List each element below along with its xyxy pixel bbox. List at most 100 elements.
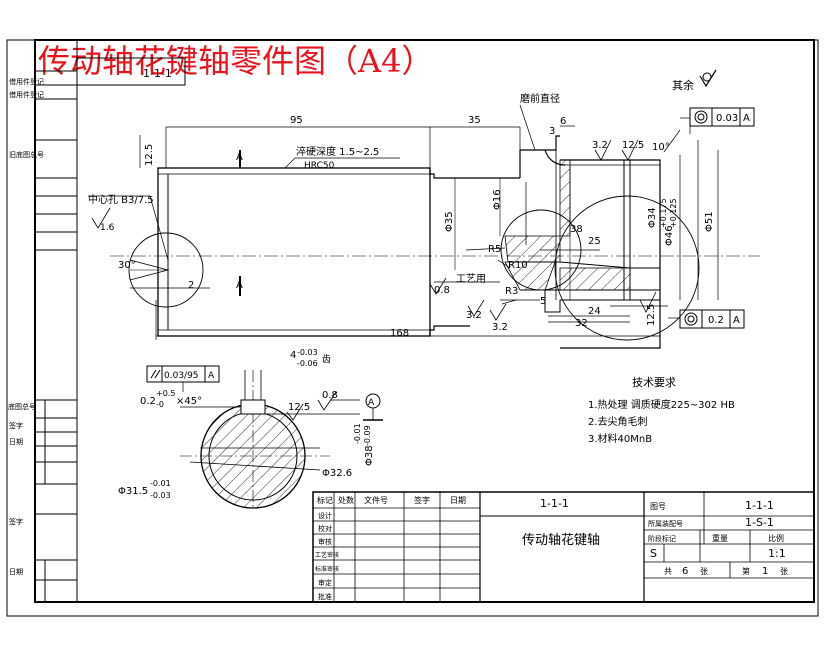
tb-assy-label: 所属装配号 bbox=[648, 519, 683, 528]
roughness-3-2-b: 3.2 bbox=[492, 322, 508, 333]
strip-label-8: 日期 bbox=[9, 568, 23, 576]
tolerance-frame-bottom bbox=[679, 309, 745, 329]
chamfer-base: 0.2 bbox=[140, 396, 156, 407]
dim-38: 38 bbox=[570, 224, 583, 235]
tech-req-heading: 技术要求 bbox=[632, 376, 676, 389]
roughness-symbols bbox=[91, 139, 657, 321]
dim-5: 5 bbox=[540, 296, 546, 307]
angle-30: 30° bbox=[118, 260, 136, 271]
dim-phi32-6: Φ32.6 bbox=[322, 468, 352, 479]
strip-label-3: 旧底图总号 bbox=[9, 150, 44, 159]
tb-sheet-a: 第 bbox=[742, 566, 750, 576]
phi38-label: Φ38 bbox=[364, 445, 375, 466]
hardness-hrc: HRC50 bbox=[304, 161, 335, 171]
tolerance-frame-top bbox=[689, 107, 755, 127]
tech-req-item-1: 1.热处理 调质硬度225~302 HB bbox=[588, 398, 735, 411]
roughness-rest-label: 其余 bbox=[672, 78, 694, 92]
tb-header-date: 日期 bbox=[450, 496, 466, 505]
dim-95: 95 bbox=[290, 115, 303, 126]
tb-header-sign: 签字 bbox=[414, 495, 430, 505]
dim-168: 168 bbox=[390, 328, 409, 339]
technical-requirements: 技术要求 1.热处理 调质硬度225~302 HB 2.去尖角毛刺 3.材料40… bbox=[588, 376, 735, 445]
tb-row-design: 设计 bbox=[318, 511, 332, 520]
phi38-tol-up: -0.01 bbox=[353, 423, 362, 444]
roughness-0-8-section: 0.8 bbox=[322, 390, 338, 401]
angle-10: 10° bbox=[652, 142, 670, 153]
circularity-top-datum: A bbox=[743, 113, 750, 124]
chamfer-angle: ×45° bbox=[176, 396, 202, 407]
chamfer-up: +0.5 bbox=[156, 389, 175, 398]
dimension-lines bbox=[130, 125, 719, 340]
tb-row-process-review: 工艺审核 bbox=[315, 551, 339, 559]
tb-header-file: 文件号 bbox=[364, 495, 388, 505]
hardening-depth: 淬硬深度 1.5~2.5 bbox=[296, 145, 379, 158]
dim-phi31-5: Φ31.5 bbox=[118, 486, 148, 497]
section-mark-a-top: A bbox=[236, 152, 243, 163]
section-dimension-texts: 0.03/95 A 4 -0.03 -0.06 齿 0.2 +0.5 -0 ×4… bbox=[118, 348, 375, 500]
dim-phi46-lower: +0.125 bbox=[669, 198, 678, 228]
tb-weight-label: 重量 bbox=[712, 533, 728, 543]
dim-phi46-upper: +0.175 bbox=[659, 198, 668, 228]
center-hole-label: 中心孔 B3/7.5 bbox=[88, 193, 154, 206]
phi31-5-tol-up: -0.01 bbox=[150, 479, 171, 488]
tb-row-review: 审核 bbox=[318, 537, 332, 546]
radius-r10: R10 bbox=[508, 260, 528, 271]
drawing-number-top: 1-1-1 bbox=[143, 67, 172, 80]
parallel-tolerance: 0.03/95 bbox=[164, 371, 199, 381]
title-block bbox=[312, 491, 815, 603]
tb-total: 6 bbox=[682, 566, 688, 577]
dim-phi35: Φ35 bbox=[444, 211, 455, 232]
dim-2: 2 bbox=[188, 280, 194, 291]
dim-3: 3 bbox=[549, 126, 555, 137]
key-unit: 齿 bbox=[322, 354, 331, 365]
title-block-texts: 标记 处数 文件号 签字 日期 设计 校对 审核 工艺审核 标准审核 审定 批准… bbox=[315, 495, 788, 601]
radius-r3: R3 bbox=[505, 286, 518, 297]
phi38-tol-down: -0.09 bbox=[363, 425, 372, 446]
leader-lines bbox=[88, 104, 691, 319]
roughness-12-5-top: 12.5 bbox=[622, 140, 644, 151]
tb-stage-label: 阶段标记 bbox=[648, 534, 676, 543]
tb-drawing-code: 1-1-1 bbox=[540, 497, 569, 510]
tb-header-count: 处数 bbox=[338, 495, 354, 505]
dim-12-5-left: 12.5 bbox=[144, 144, 155, 166]
strip-label-5: 签字 bbox=[9, 421, 23, 430]
tb-sheet-b: 张 bbox=[780, 567, 788, 576]
tb-header-mark: 标记 bbox=[317, 495, 333, 505]
section-mark-a-bottom: A bbox=[236, 280, 243, 291]
grinding-diameter-note: 磨前直径 bbox=[520, 92, 560, 105]
dim-phi34: Φ34 bbox=[647, 207, 658, 228]
tb-row-check: 校对 bbox=[318, 524, 332, 533]
shaft-main-view bbox=[110, 135, 760, 349]
key-tol-up: -0.03 bbox=[297, 348, 318, 357]
strip-label-1: 借用件登记 bbox=[9, 77, 44, 86]
roughness-12-5-section: 12.5 bbox=[288, 402, 310, 413]
strip-label-4: 底图总号 bbox=[8, 402, 36, 411]
roughness-3-2-top: 3.2 bbox=[592, 140, 608, 151]
tech-req-item-2: 2.去尖角毛刺 bbox=[588, 415, 648, 428]
circularity-top-value: 0.03 bbox=[716, 113, 738, 124]
roughness-rest-symbol bbox=[699, 69, 717, 88]
tb-total-a: 共 bbox=[664, 567, 672, 576]
roughness-1-6: 1.6 bbox=[100, 223, 115, 233]
tb-stage: S bbox=[650, 547, 657, 560]
dim-phi46: Φ46 bbox=[664, 225, 675, 246]
tb-fig-no-label: 图号 bbox=[650, 502, 666, 511]
tb-part-name: 传动轴花键轴 bbox=[522, 532, 600, 548]
dim-0-8: 0.8 bbox=[434, 285, 450, 296]
dim-phi51: Φ51 bbox=[704, 211, 715, 232]
dim-35: 35 bbox=[468, 115, 481, 126]
key-tol-down: -0.06 bbox=[297, 359, 318, 368]
strip-label-6: 日期 bbox=[9, 438, 23, 446]
chamfer-down: -0 bbox=[156, 400, 164, 409]
roughness-12-5-bottom: 12.5 bbox=[646, 304, 657, 326]
circularity-bottom-datum: A bbox=[733, 315, 740, 326]
key-width: 4 bbox=[290, 350, 296, 361]
tb-row-ratify: 批准 bbox=[318, 592, 332, 601]
radius-r5: R5 bbox=[488, 244, 501, 255]
roughness-3-2-a: 3.2 bbox=[466, 310, 482, 321]
page-title: 传动轴花键轴零件图（A4） bbox=[38, 42, 433, 80]
dim-6: 6 bbox=[560, 116, 566, 127]
tb-scale: 1:1 bbox=[768, 547, 786, 560]
dim-phi16: Φ16 bbox=[492, 189, 503, 210]
